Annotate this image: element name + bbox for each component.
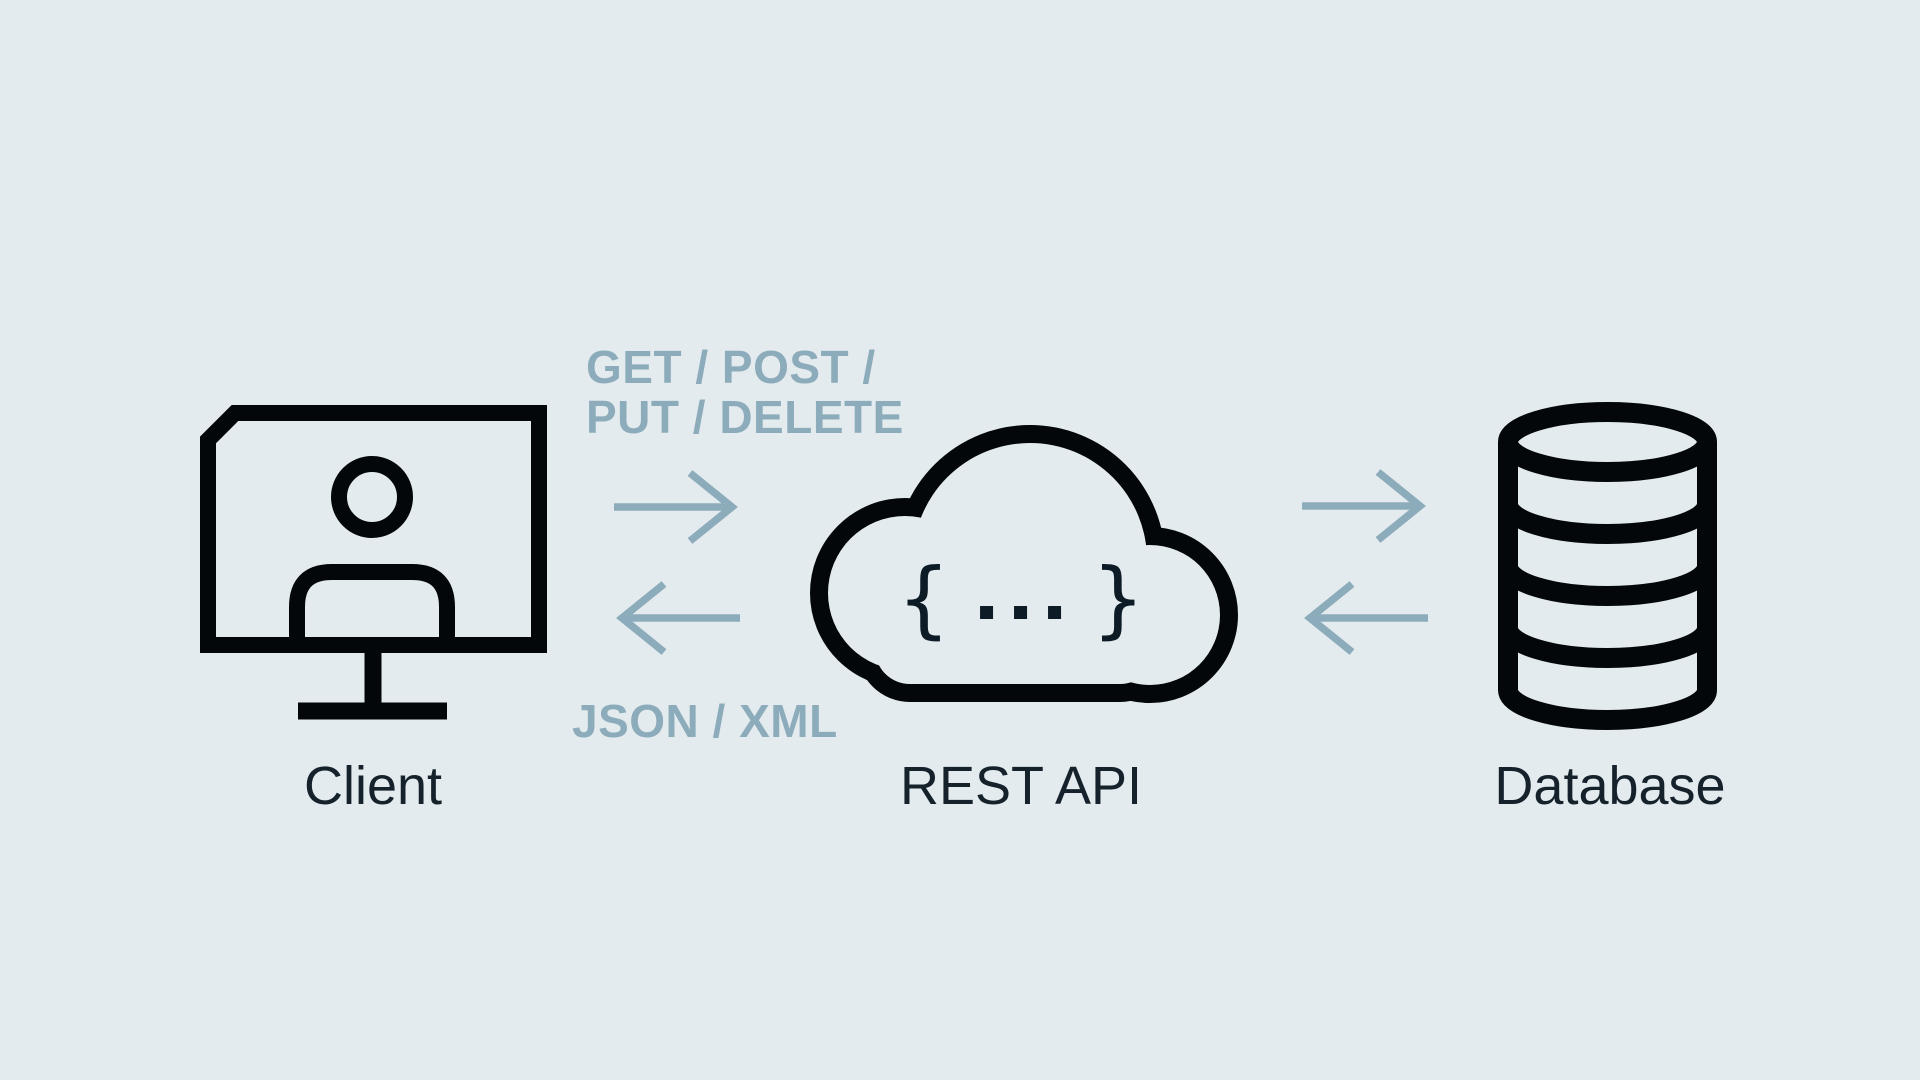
- response-format-label: JSON / XML: [572, 695, 838, 747]
- code-dot: [1048, 605, 1062, 619]
- request-methods-line2: PUT / DELETE: [586, 391, 904, 443]
- client-node-label: Client: [303, 756, 443, 816]
- code-dot: [980, 605, 994, 619]
- arrow-left-api-to-client: [616, 581, 740, 655]
- rest-api-node-label: REST API: [899, 756, 1143, 816]
- request-methods-label: GET / POST / PUT / DELETE: [586, 342, 904, 442]
- open-brace: {: [897, 550, 951, 648]
- arrow-right-client-to-api: [614, 470, 738, 544]
- request-methods-line1: GET / POST /: [586, 341, 876, 393]
- database-node-label: Database: [1494, 756, 1726, 816]
- arrow-right-api-to-database: [1302, 469, 1426, 543]
- close-brace: }: [1091, 550, 1145, 648]
- database-cylinder-icon: [1498, 402, 1717, 730]
- code-dots: [980, 605, 1062, 619]
- code-dot: [1014, 605, 1028, 619]
- monitor-user-icon: [200, 405, 547, 720]
- arrow-left-database-to-api: [1304, 581, 1428, 655]
- code-braces-glyph: { }: [897, 557, 1145, 641]
- cloud-icon: [810, 425, 1238, 703]
